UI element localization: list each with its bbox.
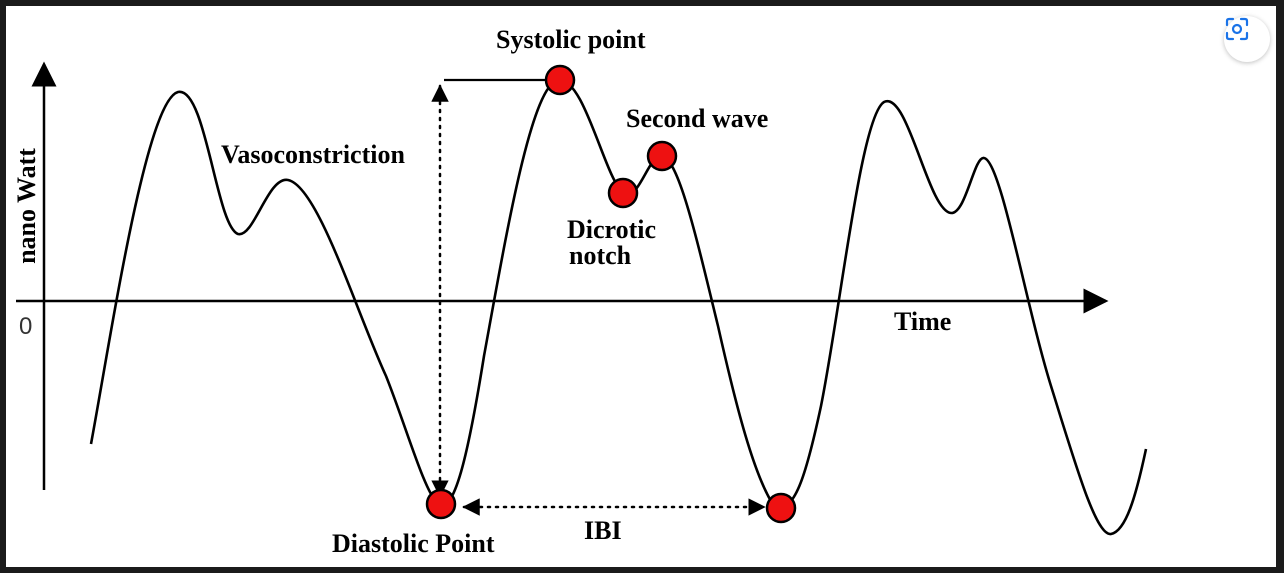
diagram-canvas: nano Watt 0 Time Systolic point Second w… bbox=[6, 6, 1276, 567]
systolic-point-label: Systolic point bbox=[496, 25, 646, 54]
second-wave-label: Second wave bbox=[626, 104, 768, 133]
y-axis-label: nano Watt bbox=[12, 148, 41, 264]
x-axis-label: Time bbox=[894, 307, 951, 336]
diastolic-point-label: Diastolic Point bbox=[332, 529, 495, 558]
visual-search-button[interactable] bbox=[1224, 16, 1270, 62]
dicrotic-notch-marker bbox=[607, 177, 639, 209]
ibi-label: IBI bbox=[584, 516, 622, 545]
second-wave-marker bbox=[646, 140, 678, 172]
zero-label: 0 bbox=[19, 313, 32, 340]
notch-label: notch bbox=[569, 241, 632, 270]
visual-search-icon bbox=[1225, 17, 1249, 41]
dicrotic-label: Dicrotic bbox=[567, 215, 656, 244]
vasoconstriction-label: Vasoconstriction bbox=[221, 140, 405, 169]
diastolic-point-marker bbox=[425, 488, 457, 520]
second-diastolic-marker bbox=[765, 492, 797, 524]
ppg-diagram: nano Watt 0 Time Systolic point Second w… bbox=[12, 25, 1148, 558]
systolic-point-marker bbox=[544, 64, 576, 96]
